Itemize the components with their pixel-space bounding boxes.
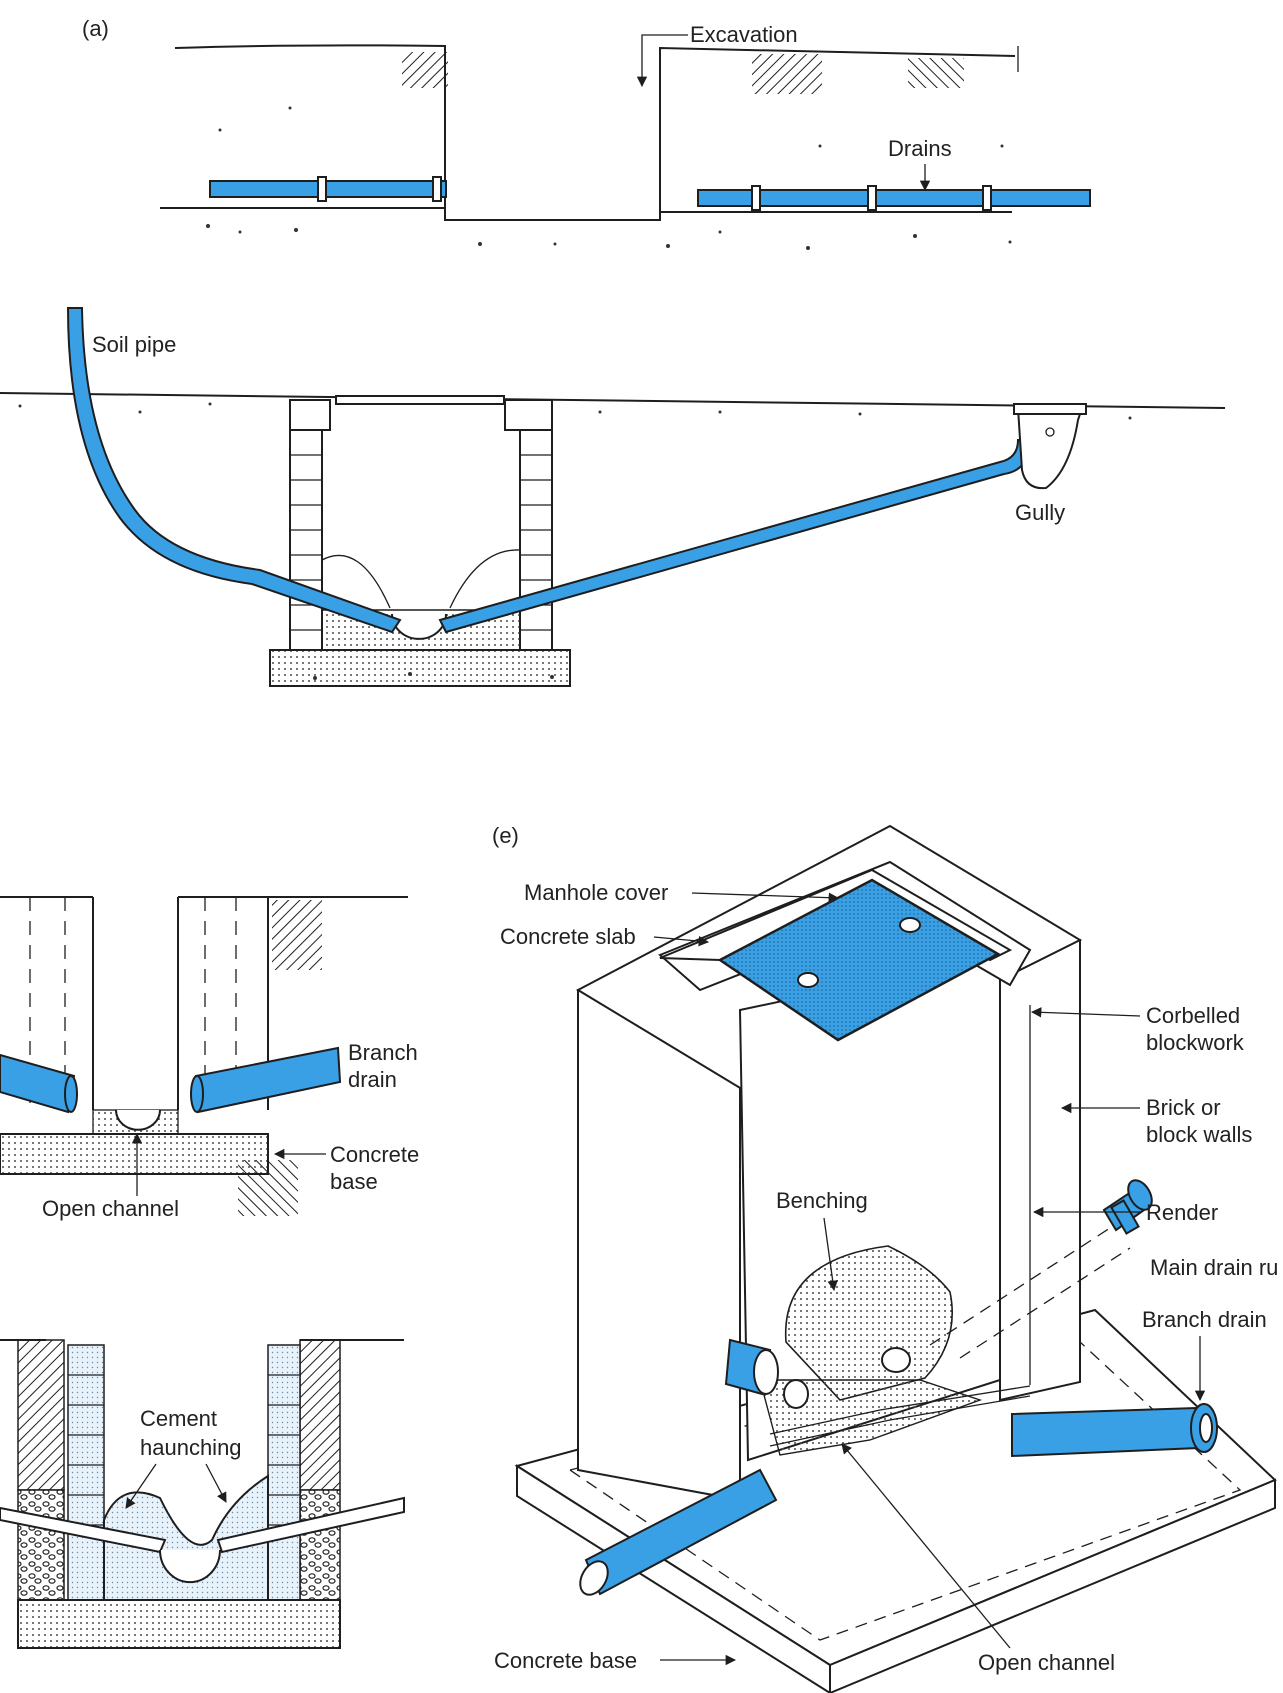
branch-drain-e-right: [1011, 1406, 1200, 1458]
manhole-cover-leader: [691, 892, 840, 903]
gully-trap: [1016, 407, 1084, 490]
haunched-pipe-right: [216, 1496, 405, 1554]
cover-lift-hole-2: [797, 972, 819, 988]
open-channel-c: [115, 1109, 161, 1131]
panel-c: Branch drain Concrete base Open channel: [0, 896, 419, 1221]
soil-pipe-label: Soil pipe: [92, 332, 176, 357]
panel-b: Soil pipe Gully: [0, 307, 1226, 687]
soil-hatch-2: [752, 54, 822, 94]
open-channel-label-c: Open channel: [42, 1196, 179, 1221]
manhole-right-face: [999, 938, 1081, 1402]
cover-lift-hole-1: [899, 917, 921, 933]
brick-walls-label-2: block walls: [1146, 1122, 1252, 1147]
excavation-leader: [636, 34, 688, 88]
gully-outlet: [1045, 427, 1055, 437]
gravel-d-left: [17, 1489, 65, 1601]
block-wall-d-left: [67, 1344, 105, 1601]
concrete-base-label-c-2: base: [330, 1169, 378, 1194]
channel-inlet-e: [783, 1379, 809, 1409]
excavation-label: Excavation: [690, 22, 798, 47]
concrete-base-c: [0, 1133, 269, 1175]
branch-pipe-left-c: [0, 1053, 76, 1114]
corbelled-blockwork-leader: [1030, 1007, 1141, 1018]
panel-e: (e): [492, 823, 1278, 1693]
benching-leader: [823, 1217, 838, 1292]
branch-pipe-right-end: [190, 1075, 204, 1113]
concrete-slab-leader: [653, 935, 710, 947]
soil-hatch-d-right: [299, 1339, 341, 1491]
branch-drain-label-1: Branch: [348, 1040, 418, 1065]
soil-pipe: [66, 307, 402, 634]
open-channel-label-e: Open channel: [978, 1650, 1115, 1675]
manhole-cover: [717, 878, 1001, 1042]
cement-haunching-label-1: Cement: [140, 1406, 217, 1431]
main-drain-dashed: [929, 1227, 1131, 1359]
pipe-collars: [317, 176, 992, 211]
drains-label: Drains: [888, 136, 952, 161]
cement-haunching-label-2: haunching: [140, 1435, 242, 1460]
panel-a-tag: (a): [82, 16, 109, 41]
concrete-slab-label: Concrete slab: [500, 924, 636, 949]
concrete-base-d: [17, 1599, 341, 1649]
branch-drain-label-2: drain: [348, 1067, 397, 1092]
concrete-base-e-edge-right: [829, 1478, 1276, 1693]
brick-walls-label-1: Brick or: [1146, 1095, 1221, 1120]
main-drain-end-upper: [1110, 1199, 1140, 1235]
channel-d: [159, 1549, 221, 1584]
corbelled-blockwork-label-1: Corbelled: [1146, 1003, 1240, 1028]
branch-pipe-e-upper-end: [753, 1349, 779, 1395]
open-channel-leader-e: [841, 1443, 1011, 1649]
concrete-base-label-c-1: Concrete: [330, 1142, 419, 1167]
benching-curve-right-b: [449, 549, 521, 609]
block-wall-d-right: [267, 1344, 301, 1601]
soil-specks-a: [206, 106, 1012, 250]
concrete-base-e-edge: [516, 1464, 831, 1693]
soil-hatch-1: [402, 52, 448, 88]
panel-d: Cement haunching: [0, 1339, 405, 1649]
benching-curve-left-b: [321, 554, 391, 609]
gully-grate: [1013, 403, 1087, 415]
cement-haunching: [103, 1474, 269, 1601]
benching-label: Benching: [776, 1188, 868, 1213]
ground-line: [174, 44, 1016, 221]
manhole-cover-label: Manhole cover: [524, 880, 668, 905]
channel-outlet-e: [881, 1347, 911, 1373]
branch-drain-label-e: Branch drain: [1142, 1307, 1267, 1332]
main-drain-e-lower-end: [579, 1560, 609, 1596]
render-label: Render: [1146, 1200, 1218, 1225]
manhole-base-b: [269, 649, 571, 687]
haunching-leader-right: [205, 1463, 227, 1503]
panel-a: (a) Excavation Drains: [82, 16, 1091, 250]
soil-hatch-3: [908, 58, 964, 88]
branch-drain-e-right-bore: [1199, 1413, 1213, 1443]
drain-pipe-left: [209, 180, 447, 198]
haunching-leader-left: [125, 1463, 157, 1509]
main-drain-run-label: Main drain ru: [1150, 1255, 1278, 1280]
gully-label: Gully: [1015, 500, 1065, 525]
concrete-base-label-e: Concrete base: [494, 1648, 637, 1673]
soil-hatch-d-left: [17, 1339, 65, 1491]
branch-pipe-left-end: [64, 1075, 78, 1113]
panel-e-tag: (e): [492, 823, 519, 848]
soil-specks-b: [18, 402, 1132, 680]
gravel-d-right: [299, 1489, 341, 1601]
open-channel-e-path: [769, 1385, 1031, 1447]
soil-hatch-c1: [272, 900, 322, 970]
corbelled-blockwork-label-2: blockwork: [1146, 1030, 1245, 1055]
main-drain-socket-upper: [1127, 1179, 1153, 1211]
